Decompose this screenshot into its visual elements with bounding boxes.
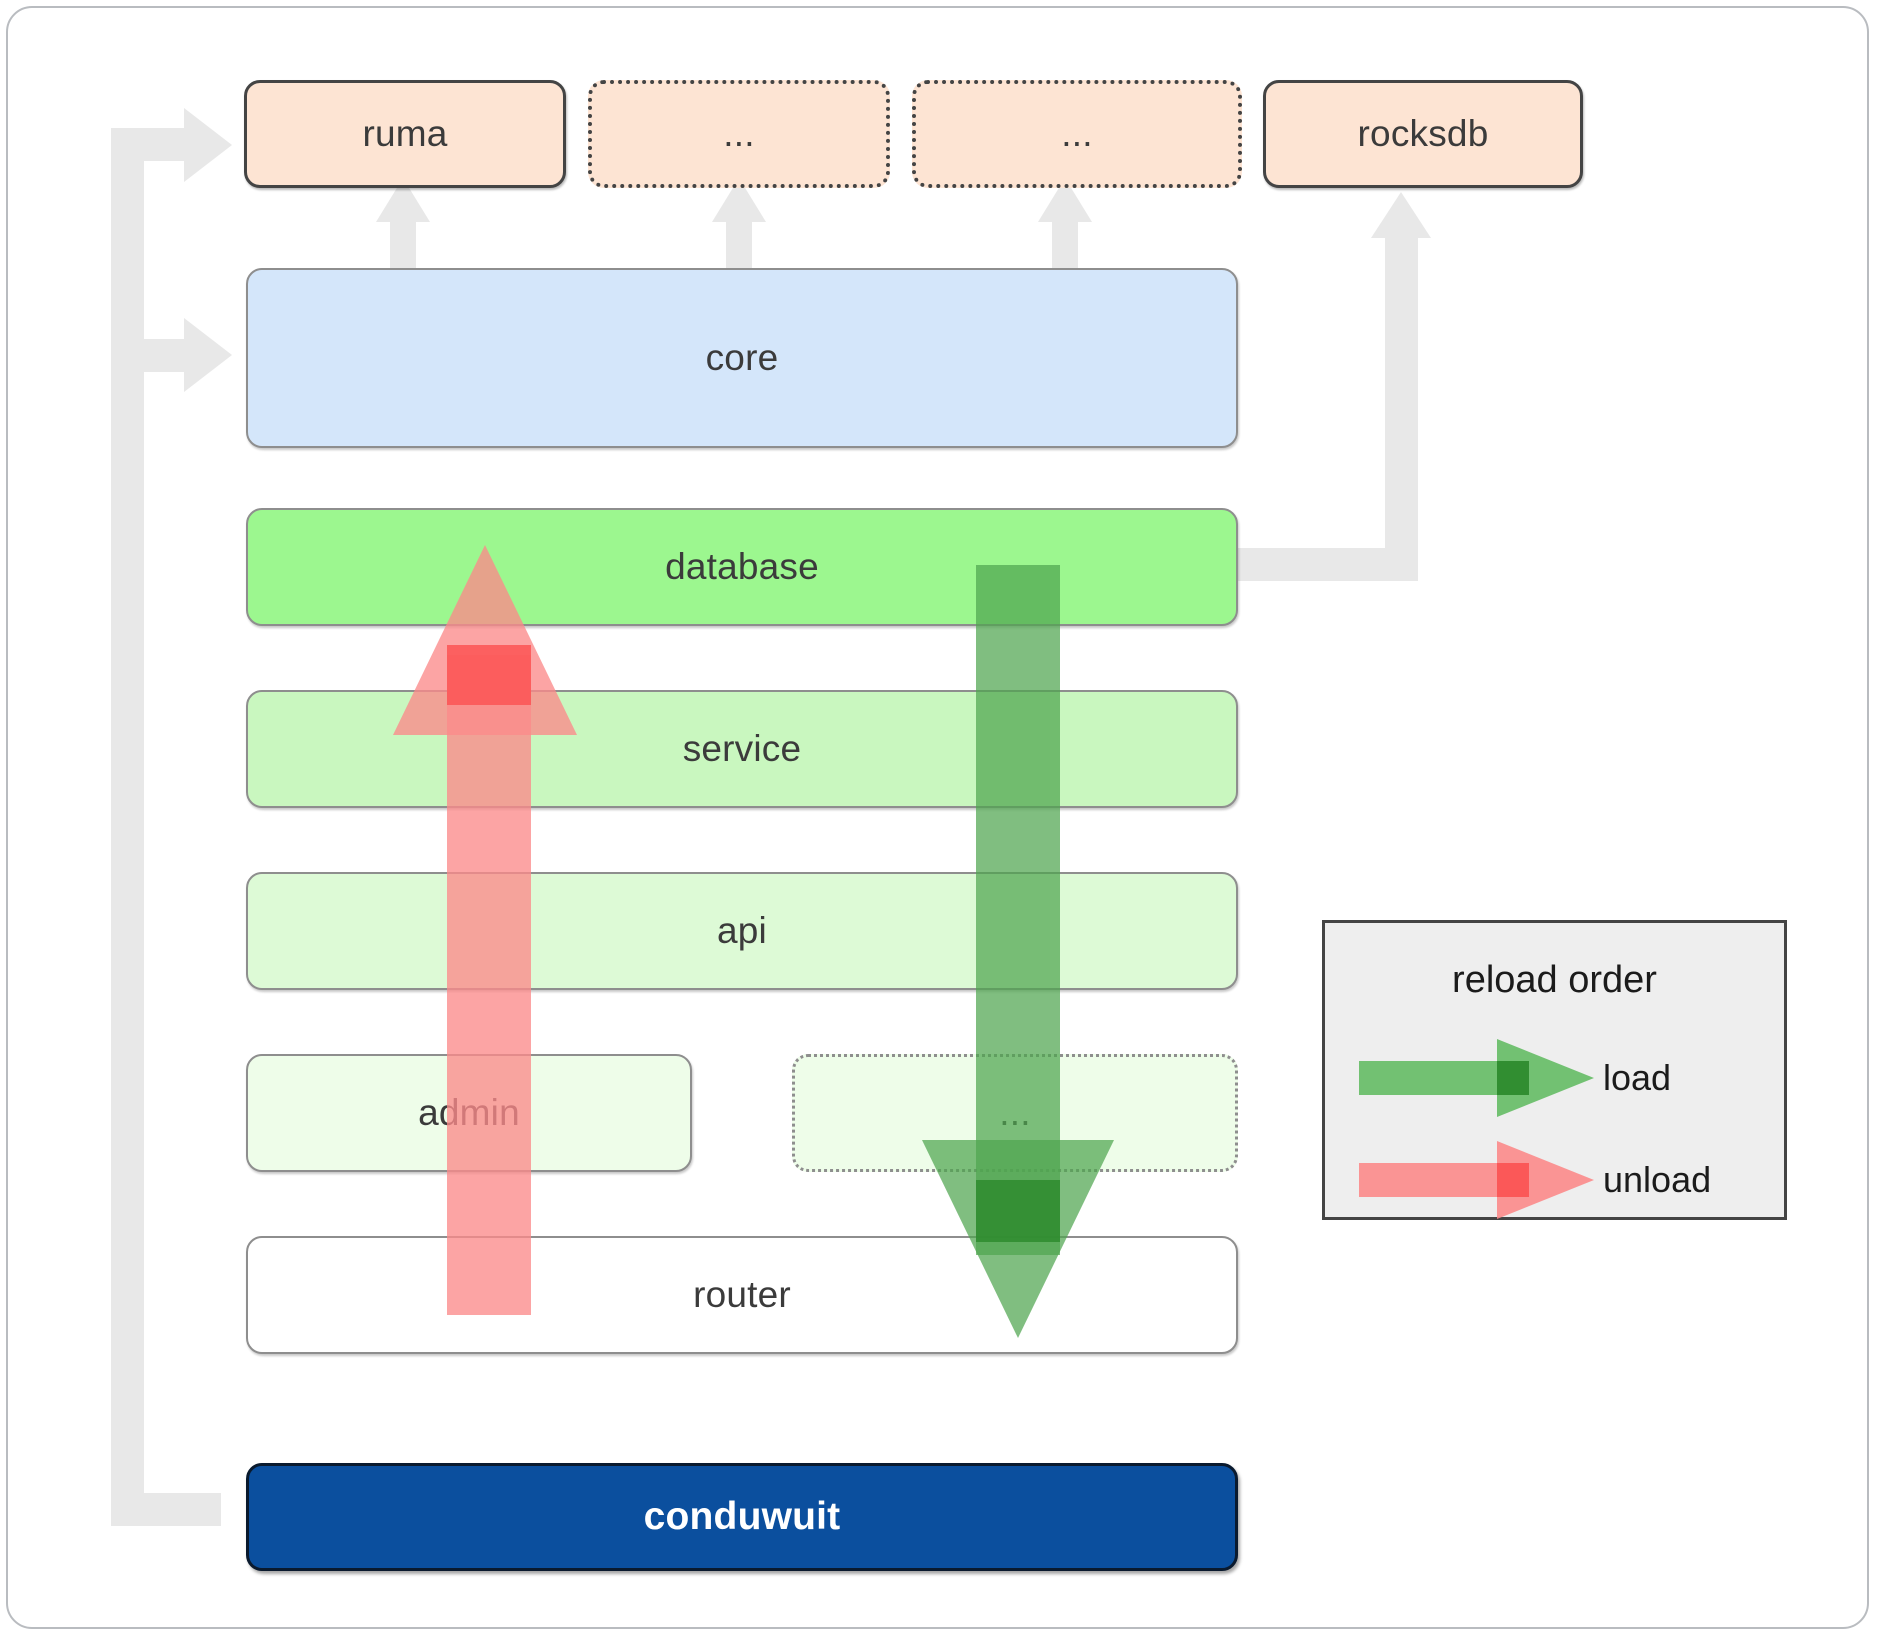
unload-arrow-icon [1359,1141,1594,1219]
layer-label: core [705,337,779,378]
brand-label: conduwuit [643,1495,841,1538]
legend-panel: reload order load unload [1322,920,1787,1220]
dependency-node-ellipsis-1[interactable]: ... [588,80,890,188]
layer-label: router [693,1274,791,1315]
dependency-node-ruma[interactable]: ruma [244,80,566,188]
layer-label: api [717,910,767,951]
layer-node-database[interactable]: database [246,508,1238,626]
layer-label: service [682,728,802,769]
layer-label: admin [418,1092,520,1133]
dependency-label: ... [1061,113,1093,154]
layer-node-admin[interactable]: admin [246,1054,692,1172]
dependency-label: rocksdb [1357,113,1489,154]
legend-label-load: load [1603,1057,1672,1098]
layer-node-router[interactable]: router [246,1236,1238,1354]
brand-node-conduwuit[interactable]: conduwuit [246,1463,1238,1571]
layer-node-ellipsis[interactable]: ... [792,1054,1238,1172]
load-arrow-icon [1359,1039,1594,1117]
layer-label: ... [999,1092,1031,1133]
layer-label: database [665,546,819,587]
layer-node-service[interactable]: service [246,690,1238,808]
dependency-node-rocksdb[interactable]: rocksdb [1263,80,1583,188]
layer-node-api[interactable]: api [246,872,1238,990]
legend-title: reload order [1452,959,1657,1001]
dependency-label: ... [723,113,755,154]
legend-row-unload: unload [1325,1141,1784,1219]
legend-label-unload: unload [1603,1159,1712,1200]
diagram-frame [6,6,1869,1629]
dependency-node-ellipsis-2[interactable]: ... [912,80,1242,188]
layer-node-core[interactable]: core [246,268,1238,448]
legend-row-load: load [1325,1039,1784,1117]
dependency-label: ruma [362,113,448,154]
